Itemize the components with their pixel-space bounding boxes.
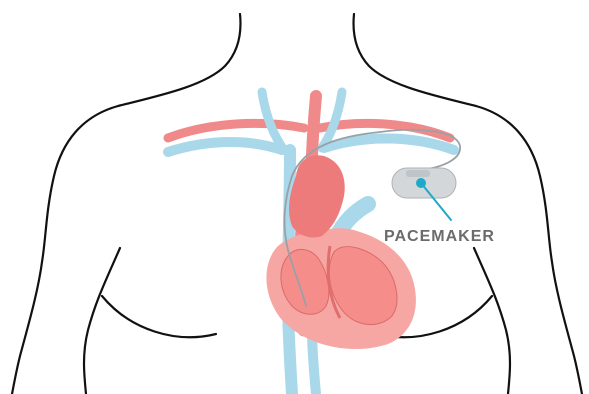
pacemaker-label: PACEMAKER: [384, 228, 495, 245]
artery-left-branch: [168, 123, 304, 138]
pacemaker-device-icon: [392, 168, 456, 198]
right-arm-inner-line: [474, 248, 510, 394]
left-pec-line: [102, 296, 216, 337]
device-header: [406, 170, 430, 177]
left-arm-inner-line: [84, 248, 120, 394]
vein-right-subclavian: [324, 139, 454, 151]
vein-left-subclavian: [168, 142, 282, 152]
